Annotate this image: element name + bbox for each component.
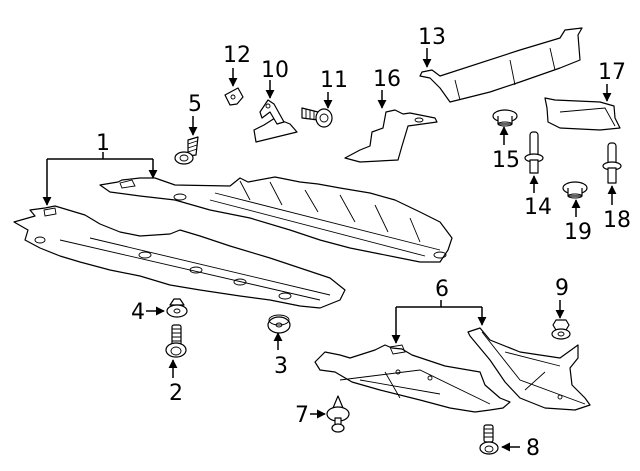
splash-shield-left[interactable] — [314, 344, 511, 413]
shield-panel-13[interactable] — [419, 27, 583, 103]
callout-7: 7 — [295, 403, 309, 428]
push-pin-7[interactable] — [326, 395, 350, 433]
nut-15[interactable] — [492, 109, 518, 127]
stud-14[interactable] — [524, 131, 544, 174]
underbody-panel-rear[interactable] — [99, 176, 453, 263]
callout-3: 3 — [274, 354, 288, 379]
shield-17[interactable] — [544, 97, 621, 131]
callout-labels: 1 2 3 4 5 6 7 8 9 10 11 12 13 14 15 16 1… — [96, 25, 631, 461]
bolt-11[interactable] — [301, 107, 333, 128]
callout-14: 14 — [524, 195, 552, 220]
callout-18: 18 — [603, 208, 631, 233]
callout-4: 4 — [131, 300, 145, 325]
nut-19[interactable] — [562, 181, 588, 199]
nut-9[interactable] — [551, 319, 571, 340]
bracket-10[interactable] — [253, 99, 298, 143]
splash-shield-right[interactable] — [467, 327, 591, 411]
bolt-2[interactable] — [165, 324, 187, 358]
callout-16: 16 — [373, 67, 401, 92]
callout-10: 10 — [261, 58, 289, 83]
callout-13: 13 — [418, 25, 446, 50]
callout-11: 11 — [320, 68, 348, 93]
callout-8: 8 — [526, 436, 540, 461]
stud-18[interactable] — [602, 142, 622, 184]
nut-3[interactable] — [267, 314, 291, 334]
callout-12: 12 — [223, 43, 251, 68]
callout-6: 6 — [435, 277, 449, 302]
callout-19: 19 — [564, 220, 592, 245]
callout-9: 9 — [555, 276, 569, 301]
bracket-16[interactable] — [344, 109, 438, 163]
callout-17: 17 — [598, 60, 626, 85]
clip-12[interactable] — [224, 87, 244, 106]
callout-5: 5 — [188, 92, 202, 117]
callout-1: 1 — [96, 131, 110, 156]
grommet-4[interactable] — [166, 298, 188, 318]
underbody-panel-front[interactable] — [13, 205, 346, 309]
callout-15: 15 — [492, 148, 520, 173]
leader-lines — [47, 48, 617, 452]
callout-2: 2 — [169, 381, 183, 406]
bolt-5[interactable] — [174, 136, 199, 165]
bolt-8[interactable] — [479, 424, 499, 455]
